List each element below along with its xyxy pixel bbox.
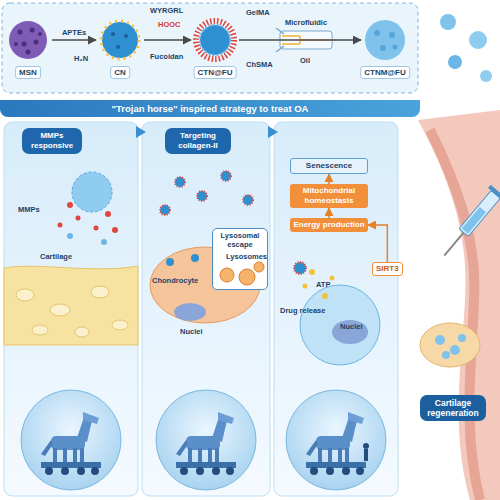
- node-text: Lysosomal escape: [216, 231, 264, 249]
- text-label: WYRGRL: [150, 6, 183, 15]
- lysosome-symbol: [254, 262, 264, 272]
- effect-box: Mitochondrial homeostasis: [290, 184, 368, 208]
- node-text: Energy production: [293, 220, 365, 230]
- callout-bubble: MMPs responsive: [22, 128, 82, 154]
- text-label: MMPs: [18, 205, 40, 214]
- connector: [328, 174, 330, 184]
- text-label: ChSMA: [246, 60, 273, 69]
- text-label: Cartilage: [40, 252, 72, 261]
- effect-box: Energy production: [290, 218, 368, 232]
- text-label: Nuclei: [180, 327, 203, 336]
- node-text: "Trojan horse" inspired strategy to trea…: [4, 103, 416, 114]
- particle-node: CN: [96, 16, 144, 64]
- connector: [52, 39, 96, 41]
- connector: [239, 39, 361, 41]
- lysosome-symbol: [220, 268, 234, 282]
- text-label: HOOC: [158, 20, 181, 29]
- text-label: Fucoidan: [150, 52, 183, 61]
- text-label: Chondrocyte: [152, 276, 198, 285]
- node-text: MSN: [15, 66, 41, 79]
- result-box: Cartilage regeneration: [420, 395, 486, 421]
- edge-label: APTEs: [60, 28, 88, 37]
- text-label: Lysosomes: [226, 252, 267, 261]
- text-label: Drug release: [280, 306, 325, 315]
- text-label: Nuclei: [340, 322, 363, 331]
- text-label: ATP: [316, 280, 330, 289]
- node-text: SIRT3: [376, 264, 399, 274]
- protein-box: SIRT3: [372, 262, 403, 276]
- text-label: Oil: [300, 56, 310, 65]
- callout-bubble: Targeting collagen-II: [165, 128, 231, 154]
- text-label: GelMA: [246, 8, 270, 17]
- connector: [144, 39, 191, 41]
- node-text: Senescence: [294, 161, 364, 171]
- node-text: CTN@FU: [194, 66, 237, 79]
- node-text: MMPs responsive: [26, 131, 78, 151]
- node-text: CN: [110, 66, 130, 79]
- section-banner: "Trojan horse" inspired strategy to trea…: [0, 100, 420, 117]
- text-label: Microfluidic: [285, 18, 327, 27]
- connector: [368, 225, 387, 262]
- effect-box: Senescence: [290, 158, 368, 174]
- lysosome-symbol: [239, 269, 255, 285]
- particle-node: CTNM@FU: [361, 16, 409, 64]
- node-text: Mitochondrial homeostasis: [293, 186, 365, 206]
- node-text: CTNM@FU: [360, 66, 410, 79]
- text-label: H₂N: [74, 54, 88, 63]
- particle-node: MSN: [4, 16, 52, 64]
- node-text: Targeting collagen-II: [169, 131, 227, 151]
- particle-node: CTN@FU: [191, 16, 239, 64]
- node-text: Cartilage regeneration: [424, 398, 482, 418]
- connector: [328, 208, 330, 218]
